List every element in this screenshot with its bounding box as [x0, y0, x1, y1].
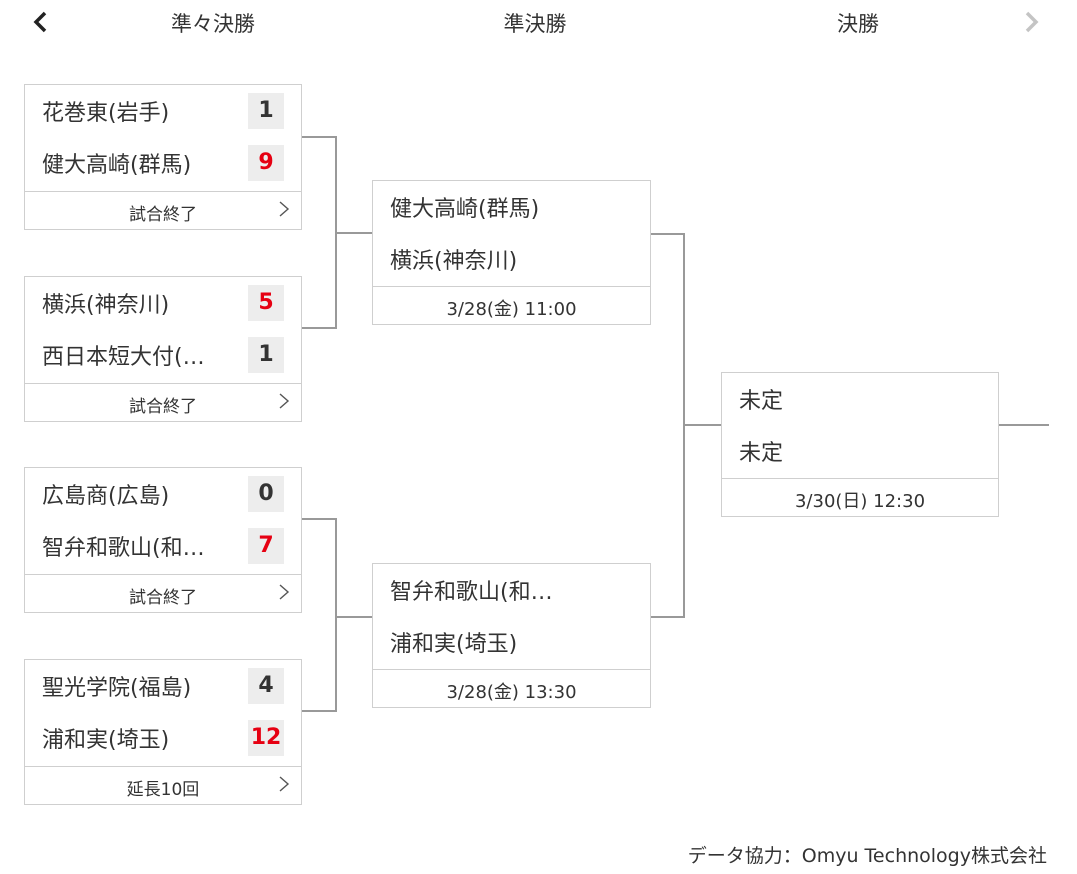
- quarterfinal-match-3: 広島商(広島) 0 智弁和歌山(和… 7 試合終了: [24, 467, 302, 613]
- match-datetime: 3/28(金) 11:00: [446, 299, 577, 320]
- team-row: 西日本短大付(… 1: [25, 329, 301, 381]
- final-match: 未定 未定 3/30(日) 12:30: [721, 372, 999, 517]
- score-box: 1: [248, 93, 284, 129]
- team-row: 横浜(神奈川) 5: [25, 277, 301, 329]
- team-name: 智弁和歌山(和…: [42, 536, 205, 561]
- match-datetime: 3/28(金) 13:30: [446, 682, 577, 703]
- match-result-link[interactable]: 延長10回: [25, 766, 301, 804]
- match-schedule: 3/28(金) 13:30: [373, 669, 650, 707]
- team-name: 浦和実(埼玉): [42, 728, 170, 753]
- team-name: 横浜(神奈川): [390, 249, 518, 274]
- team-row: 浦和実(埼玉): [373, 616, 650, 668]
- round-label-semifinal: 準決勝: [503, 12, 567, 36]
- team-name: 健大高崎(群馬): [390, 197, 540, 222]
- match-status: 延長10回: [126, 780, 200, 800]
- match-status: 試合終了: [129, 397, 197, 417]
- chevron-right-icon: [277, 582, 291, 602]
- team-row: 花巻東(岩手) 1: [25, 85, 301, 137]
- team-name: 西日本短大付(…: [42, 345, 205, 370]
- team-name: 智弁和歌山(和…: [390, 580, 553, 605]
- quarterfinal-match-1: 花巻東(岩手) 1 健大高崎(群馬) 9 試合終了: [24, 84, 302, 230]
- winning-score-box: 9: [248, 145, 284, 181]
- team-row: 健大高崎(群馬): [373, 181, 650, 233]
- winning-score-box: 7: [248, 528, 284, 564]
- team-row: 横浜(神奈川): [373, 233, 650, 285]
- team-name: 広島商(広島): [42, 484, 170, 509]
- match-status: 試合終了: [129, 588, 197, 608]
- team-name: 未定: [739, 389, 784, 414]
- team-name: 浦和実(埼玉): [390, 632, 518, 657]
- team-name: 横浜(神奈川): [42, 293, 170, 318]
- match-result-link[interactable]: 試合終了: [25, 574, 301, 612]
- semifinal-match-1: 健大高崎(群馬) 横浜(神奈川) 3/28(金) 11:00: [372, 180, 651, 325]
- match-schedule: 3/30(日) 12:30: [722, 478, 998, 516]
- round-header: 準々決勝 準決勝 決勝: [0, 0, 1077, 46]
- quarterfinal-match-4: 聖光学院(福島) 4 浦和実(埼玉) 12 延長10回: [24, 659, 302, 805]
- chevron-right-icon: [277, 774, 291, 794]
- team-row: 浦和実(埼玉) 12: [25, 712, 301, 764]
- team-name: 花巻東(岩手): [42, 101, 170, 126]
- round-label-final: 決勝: [837, 12, 879, 36]
- score-box: 4: [248, 668, 284, 704]
- data-credit: データ協力：Omyu Technology株式会社: [687, 845, 1047, 867]
- chevron-left-icon[interactable]: [30, 9, 52, 35]
- score-box: 1: [248, 337, 284, 373]
- semifinal-match-2: 智弁和歌山(和… 浦和実(埼玉) 3/28(金) 13:30: [372, 563, 651, 708]
- team-row: 未定: [722, 425, 998, 477]
- chevron-right-icon[interactable]: [1020, 9, 1042, 35]
- team-row: 智弁和歌山(和… 7: [25, 520, 301, 572]
- team-name: 健大高崎(群馬): [42, 153, 192, 178]
- team-name: 未定: [739, 441, 784, 466]
- match-datetime: 3/30(日) 12:30: [794, 491, 926, 512]
- winning-score-box: 12: [248, 720, 284, 756]
- team-row: 智弁和歌山(和…: [373, 564, 650, 616]
- quarterfinal-match-2: 横浜(神奈川) 5 西日本短大付(… 1 試合終了: [24, 276, 302, 422]
- winning-score-box: 5: [248, 285, 284, 321]
- chevron-right-icon: [277, 199, 291, 219]
- chevron-right-icon: [277, 391, 291, 411]
- team-name: 聖光学院(福島): [42, 676, 192, 701]
- match-result-link[interactable]: 試合終了: [25, 191, 301, 229]
- score-box: 0: [248, 476, 284, 512]
- match-schedule: 3/28(金) 11:00: [373, 286, 650, 324]
- match-status: 試合終了: [129, 205, 197, 225]
- team-row: 未定: [722, 373, 998, 425]
- round-label-quarterfinal: 準々決勝: [171, 12, 255, 36]
- team-row: 広島商(広島) 0: [25, 468, 301, 520]
- match-result-link[interactable]: 試合終了: [25, 383, 301, 421]
- team-row: 聖光学院(福島) 4: [25, 660, 301, 712]
- team-row: 健大高崎(群馬) 9: [25, 137, 301, 189]
